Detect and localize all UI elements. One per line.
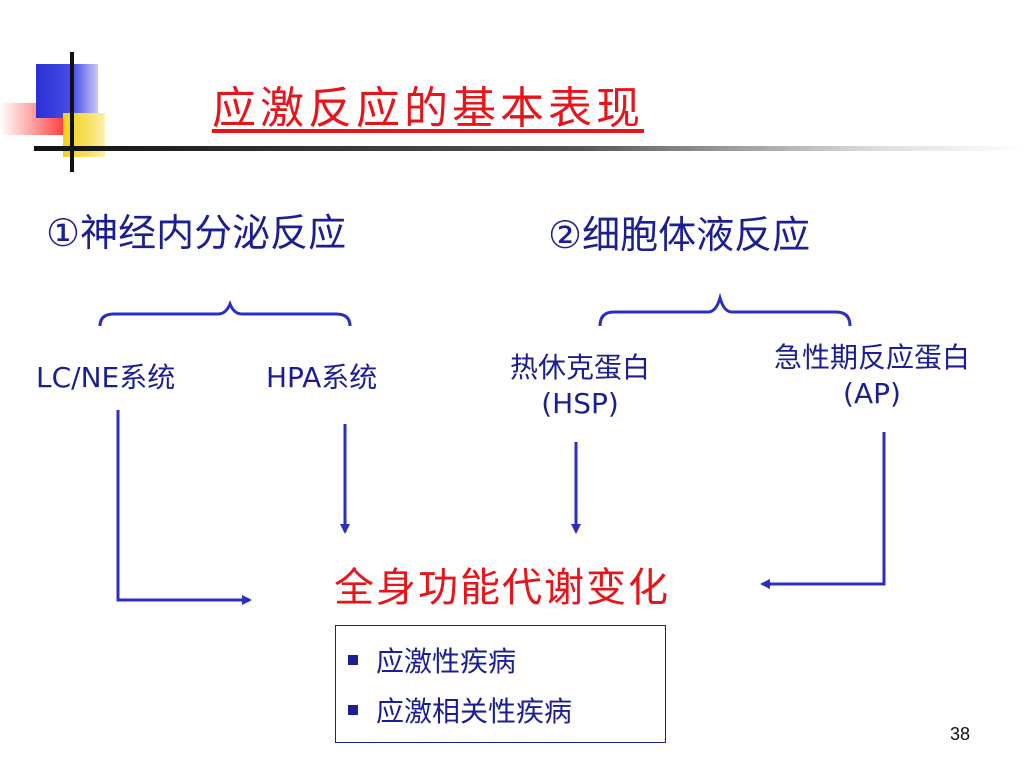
arrow-ap-to-outcome [760, 432, 886, 589]
decor-horizontal-rule [34, 146, 1024, 151]
bullet-square-icon [348, 705, 358, 715]
branch-cellular-humoral: ②细胞体液反应 [548, 213, 811, 257]
decor-blue-block [36, 64, 98, 118]
bullet-square-icon [348, 655, 358, 665]
item-ap-abbr: (AP) [843, 377, 901, 410]
slide-title: 应激反应的基本表现 [212, 83, 644, 134]
disease-label: 应激相关性疾病 [376, 695, 573, 728]
arrow-lcne-to-outcome [116, 410, 252, 605]
item-heat-shock-protein: 热休克蛋白 (HSP) [470, 350, 690, 422]
disease-list-box: 应激性疾病 应激相关性疾病 [335, 625, 666, 743]
list-item: 应激相关性疾病 [348, 692, 572, 732]
list-item: 应激性疾病 [348, 642, 516, 682]
item-ap-name: 急性期反应蛋白 [773, 341, 970, 374]
outcome-systemic-metabolic-change: 全身功能代谢变化 [334, 565, 670, 611]
item-hsp-name: 热休克蛋白 [509, 351, 650, 384]
brace-right [598, 292, 852, 327]
branch-neuroendocrine: ①神经内分泌反应 [46, 211, 347, 255]
page-number: 38 [949, 724, 971, 744]
item-lc-ne-system: LC/NE系统 [36, 361, 176, 394]
decor-vertical-line [70, 52, 74, 172]
item-hpa-system: HPA系统 [266, 361, 378, 394]
disease-label: 应激性疾病 [376, 645, 517, 678]
item-hsp-abbr: (HSP) [541, 387, 619, 420]
brace-left [98, 299, 352, 327]
item-acute-phase-protein: 急性期反应蛋白 (AP) [724, 340, 1020, 412]
